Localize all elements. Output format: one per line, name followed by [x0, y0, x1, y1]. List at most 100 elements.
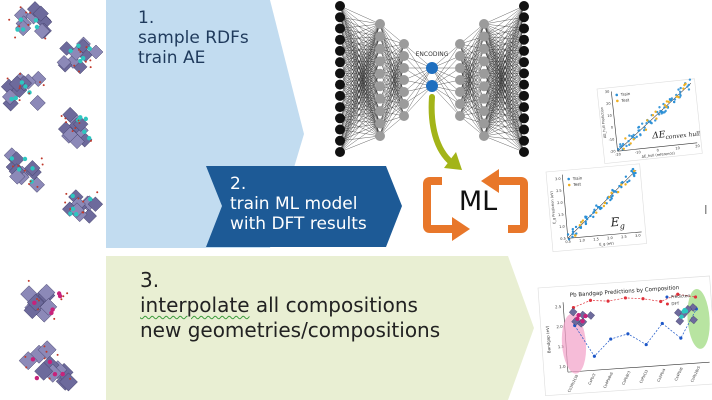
network-node	[399, 51, 409, 61]
network-edge	[339, 48, 381, 130]
network-node	[455, 87, 465, 97]
plot2-point	[585, 218, 589, 221]
plot3-category-label: Cs4PbBr6	[603, 371, 615, 389]
plot2-xlabel: E_g (eV)	[599, 241, 614, 246]
plot3-predicted-point	[609, 337, 613, 341]
network-edge	[339, 110, 381, 119]
network-edge	[339, 86, 381, 153]
network-edge	[483, 36, 525, 119]
network-edge	[379, 23, 405, 57]
network-edge	[483, 17, 525, 74]
network-edge	[339, 95, 381, 99]
network-edge	[483, 28, 525, 99]
network-edge	[483, 86, 525, 108]
network-node	[479, 31, 489, 42]
plot3-dft-point	[676, 292, 680, 296]
network-edge	[459, 103, 485, 137]
plot1-point	[622, 147, 625, 150]
network-edge	[483, 50, 525, 62]
network-edge	[483, 73, 525, 96]
network-edge	[339, 36, 381, 52]
network-edge	[339, 73, 381, 99]
plot1-point	[625, 144, 628, 148]
network-edge	[459, 115, 485, 137]
network-edge	[483, 61, 525, 74]
network-edge	[379, 61, 405, 93]
crystal-structure-icon	[3, 147, 45, 193]
network-edge	[483, 118, 525, 124]
network-edge	[339, 110, 381, 141]
plot1-point	[627, 139, 630, 143]
plot3-predicted-point	[592, 354, 596, 358]
network-edge	[483, 135, 525, 141]
network-edge	[483, 5, 525, 124]
network-node	[335, 102, 345, 113]
network-node	[375, 31, 385, 42]
plot1-point	[619, 143, 622, 146]
network-edge	[339, 61, 381, 130]
plot1-tick-y: 10	[607, 114, 612, 118]
network-node	[519, 1, 529, 11]
network-node	[399, 39, 409, 49]
step2-number: 2.	[230, 174, 247, 194]
network-edge	[339, 98, 381, 119]
network-edge	[459, 43, 485, 74]
plot3-category-label: CsPbCl3	[639, 369, 649, 384]
network-edge	[403, 67, 433, 105]
plot1-point	[644, 128, 648, 131]
plot2-tick-y: 2.5	[556, 189, 562, 193]
network-edge	[483, 73, 525, 112]
network-edge	[459, 23, 485, 57]
plot1-point	[651, 113, 655, 117]
network-edge	[403, 85, 433, 117]
network-edge	[483, 5, 525, 37]
crystal-structure-icon	[8, 1, 53, 40]
network-edge	[403, 43, 433, 87]
network-node	[479, 81, 489, 92]
plot1-point	[658, 106, 661, 109]
network-edge	[339, 23, 381, 108]
plot2-point	[620, 183, 623, 186]
network-node	[519, 57, 529, 68]
network-node	[375, 106, 385, 117]
network-edge	[483, 28, 525, 112]
network-edge	[483, 61, 525, 85]
network-edge	[483, 95, 525, 124]
network-edge	[459, 79, 485, 112]
network-edge	[483, 28, 525, 62]
network-edge	[483, 5, 525, 25]
network-node	[335, 1, 345, 11]
network-edge	[339, 98, 381, 130]
network-node	[375, 68, 385, 79]
plot1-legend-test: Test	[620, 97, 630, 103]
plot3-tick-y: 2.0	[556, 324, 563, 329]
network-edge	[483, 106, 525, 124]
network-edge	[339, 23, 381, 153]
plot1-tick-y: -10	[608, 137, 614, 142]
network-edge	[459, 23, 485, 45]
network-edge	[339, 48, 381, 63]
ml-cycle-icon	[423, 169, 528, 241]
network-node	[399, 87, 409, 97]
network-edge	[483, 84, 525, 99]
composition-bandgap-plot: Pb Bandgap Predictions by Composition 1.…	[537, 275, 712, 397]
plot1-point	[631, 136, 634, 139]
network-edge	[483, 123, 525, 141]
plot2-point	[592, 215, 595, 219]
plot2-point	[592, 211, 595, 214]
plot1-point	[663, 111, 666, 114]
network-edge	[339, 28, 381, 37]
network-edge	[339, 50, 381, 74]
network-node	[335, 79, 345, 90]
plot1-point	[628, 134, 631, 137]
plot2-tick-y: 2.0	[557, 201, 563, 205]
network-node	[375, 19, 385, 29]
network-edge	[483, 50, 525, 87]
plot1-point	[665, 105, 668, 109]
network-edge	[339, 73, 381, 119]
plot1-point	[632, 138, 635, 141]
plot2-point	[603, 201, 607, 205]
network-edge	[339, 62, 381, 112]
network-edge	[339, 62, 381, 99]
network-edge	[483, 5, 525, 87]
